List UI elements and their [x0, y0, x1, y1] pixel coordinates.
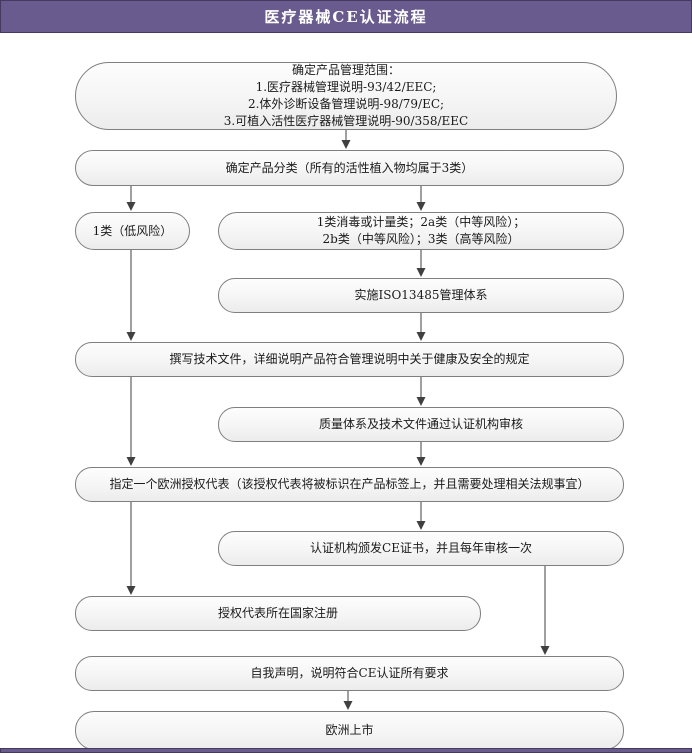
node-scope-line1: 确定产品管理范围： [291, 63, 400, 77]
node-authorized-rep-label: 指定一个欧洲授权代表（该授权代表将被标识在产品标签上，并且需要处理相关法规事宜） [109, 477, 590, 491]
node-country-registration: 授权代表所在国家注册 [75, 596, 481, 631]
node-market-launch-label: 欧洲上市 [325, 723, 374, 737]
node-class2plus-line1: 1类消毒或计量类；2a类（中等风险）； [316, 215, 526, 229]
node-country-registration-label: 授权代表所在国家注册 [217, 606, 338, 620]
node-class1-label: 1类（低风险） [92, 223, 173, 238]
node-self-declaration: 自我声明，说明符合CE认证所有要求 [75, 656, 624, 691]
node-scope-line3: 2.体外诊断设备管理说明-98/79/EC; [247, 97, 445, 111]
node-technical-file-label: 撰写技术文件，详细说明产品符合管理说明中关于健康及安全的规定 [169, 352, 530, 366]
node-self-declaration-label: 自我声明，说明符合CE认证所有要求 [250, 666, 449, 680]
node-technical-file: 撰写技术文件，详细说明产品符合管理说明中关于健康及安全的规定 [75, 342, 624, 377]
node-classification: 确定产品分类（所有的活性植入物均属于3类） [75, 150, 624, 186]
node-scope-line4: 3.可植入活性医疗器械管理说明-90/358/EEC [223, 114, 469, 128]
node-iso13485-label: 实施ISO13485管理体系 [354, 288, 488, 302]
node-class1: 1类（低风险） [75, 212, 190, 250]
node-iso13485: 实施ISO13485管理体系 [218, 278, 624, 313]
node-ce-certificate: 认证机构颁发CE证书，并且每年审核一次 [218, 531, 624, 566]
node-audit: 质量体系及技术文件通过认证机构审核 [218, 407, 624, 442]
node-scope-line2: 1.医疗器械管理说明-93/42/EEC; [255, 80, 437, 94]
bottom-border-bar [0, 748, 692, 753]
node-class2plus-line2: 2b类（中等风险）；3类（高等风险） [322, 232, 520, 246]
page-title: 医疗器械CE认证流程 [264, 8, 428, 26]
node-class2plus: 1类消毒或计量类；2a类（中等风险）； 2b类（中等风险）；3类（高等风险） [218, 212, 624, 250]
node-ce-certificate-label: 认证机构颁发CE证书，并且每年审核一次 [310, 541, 532, 555]
node-authorized-rep: 指定一个欧洲授权代表（该授权代表将被标识在产品标签上，并且需要处理相关法规事宜） [75, 467, 624, 502]
node-audit-label: 质量体系及技术文件通过认证机构审核 [318, 417, 523, 431]
node-market-launch: 欧洲上市 [75, 711, 624, 750]
node-scope: 确定产品管理范围： 1.医疗器械管理说明-93/42/EEC; 2.体外诊断设备… [75, 62, 617, 130]
title-bar: 医疗器械CE认证流程 [0, 0, 692, 33]
node-classification-label: 确定产品分类（所有的活性植入物均属于3类） [225, 160, 474, 175]
